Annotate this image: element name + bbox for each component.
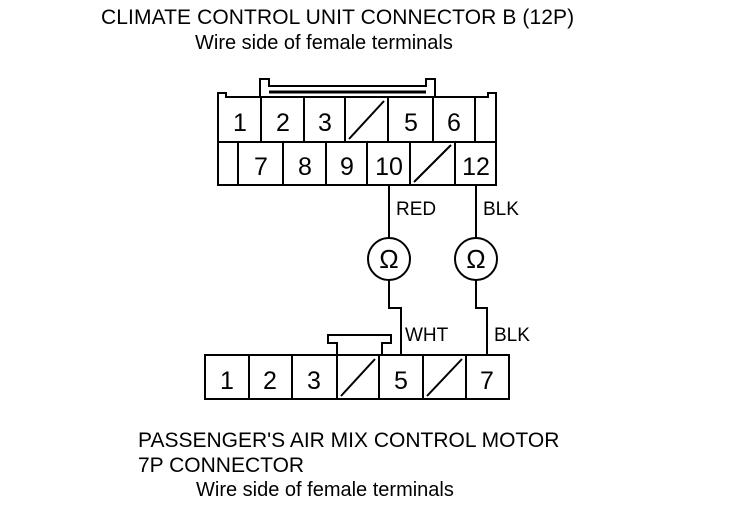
top-connector-lock-tab <box>259 78 436 97</box>
bottom-connector <box>204 334 510 400</box>
ohmmeter-right-circle <box>454 237 498 281</box>
top-connector-body <box>217 92 497 186</box>
ohmmeter-right: Ω <box>454 237 498 281</box>
top-pin-1: 1 <box>233 109 247 137</box>
top-pin-8: 8 <box>298 153 312 181</box>
bottom-connector-subtitle: Wire side of female terminals <box>196 479 454 501</box>
ohm-icon: Ω <box>466 244 485 274</box>
bottom-pin-3: 3 <box>307 367 321 395</box>
bottom-empty-cavity-4 <box>340 358 376 397</box>
bottom-pin-7: 7 <box>480 367 494 395</box>
wire-label-red: RED <box>396 199 436 220</box>
top-connector-subtitle: Wire side of female terminals <box>195 32 453 54</box>
bottom-pin-5: 5 <box>394 367 408 395</box>
top-row1-labels: 1 2 3 5 6 <box>233 109 461 137</box>
wire-label-blk-top: BLK <box>483 199 519 220</box>
wire-labels: RED BLK WHT BLK <box>396 199 530 346</box>
top-pin-7: 7 <box>254 153 268 181</box>
top-empty-cavity-4 <box>348 100 385 140</box>
wire-wht <box>388 280 402 355</box>
top-pin-2: 2 <box>276 109 290 137</box>
ohm-icon: Ω <box>379 244 398 274</box>
wire-blk-bottom <box>475 280 488 355</box>
wire-label-wht: WHT <box>405 325 449 346</box>
top-row2-labels: 7 8 9 10 12 <box>254 153 490 181</box>
ohmmeter-left-circle <box>367 237 411 281</box>
top-pin-3: 3 <box>318 109 332 137</box>
wire-label-blk-bottom: BLK <box>494 325 530 346</box>
top-pin-5: 5 <box>404 109 418 137</box>
bottom-pin-1: 1 <box>220 367 234 395</box>
bottom-connector-lock-tab <box>327 334 392 355</box>
top-connector <box>217 78 497 186</box>
top-pin-6: 6 <box>447 109 461 137</box>
top-pin-12: 12 <box>462 153 490 181</box>
wires <box>388 185 488 355</box>
top-connector-title: CLIMATE CONTROL UNIT CONNECTOR B (12P) <box>101 6 575 29</box>
bottom-pin-labels: 1 2 3 5 7 <box>220 367 494 395</box>
top-pin-9: 9 <box>340 153 354 181</box>
bottom-empty-cavity-6 <box>426 358 463 397</box>
bottom-connector-title-line2: 7P CONNECTOR <box>138 454 305 477</box>
bottom-connector-body <box>204 354 510 400</box>
top-pin-10: 10 <box>375 153 403 181</box>
bottom-connector-title-line1: PASSENGER'S AIR MIX CONTROL MOTOR <box>138 429 560 452</box>
top-empty-cavity-11 <box>413 144 452 183</box>
bottom-pin-2: 2 <box>263 367 277 395</box>
ohmmeter-left: Ω <box>367 237 411 281</box>
